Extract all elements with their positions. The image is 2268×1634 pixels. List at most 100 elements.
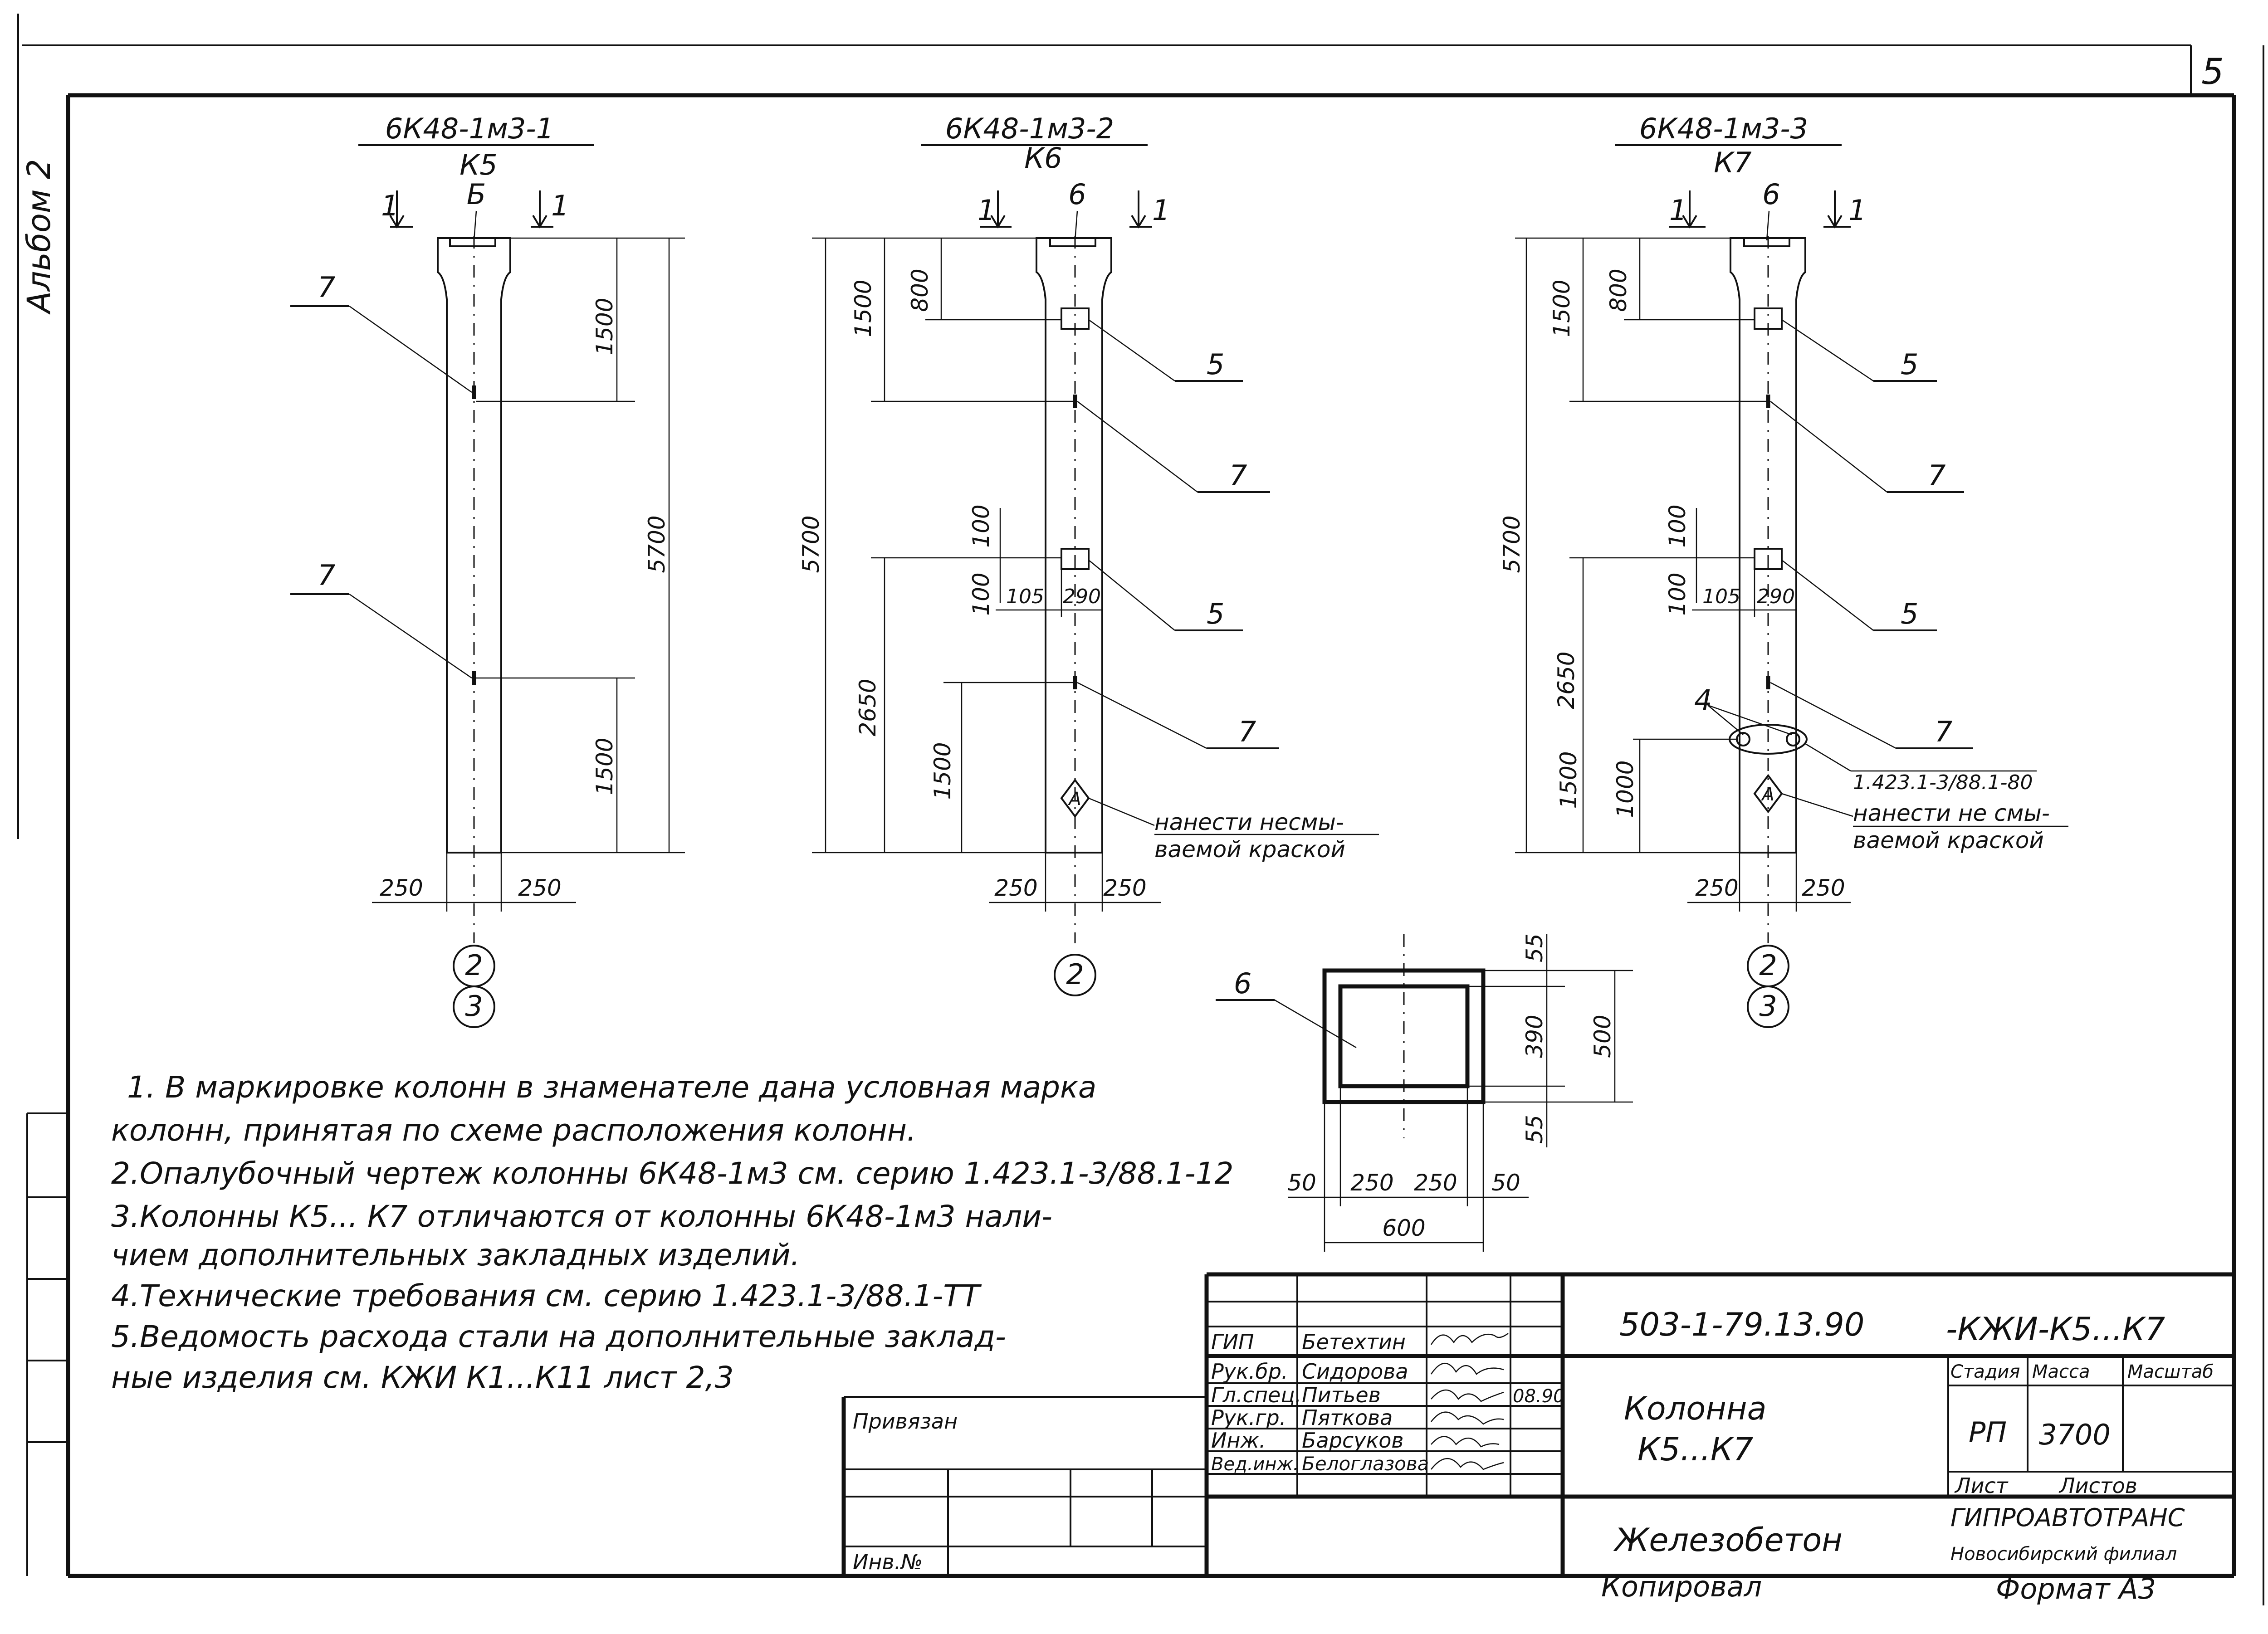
name-gip: Бетехтин xyxy=(1302,1330,1406,1354)
k6-dim-right: 250 xyxy=(1103,875,1146,901)
section-dim-55-bottom: 55 xyxy=(1521,1115,1548,1144)
inv-no-label: Инв.№ xyxy=(853,1550,923,1574)
k5-top-item: Б xyxy=(467,178,486,211)
k7-top-item: 6 xyxy=(1762,178,1780,211)
album-label: Альбом 2 xyxy=(20,159,58,315)
sheet-frame xyxy=(17,14,2264,1605)
k7-callout-7a: 7 xyxy=(1928,459,1945,492)
date: 08.90 xyxy=(1513,1386,1565,1407)
column-k7: 6К48-1м3-3 К7 1 6 1 5 7 5 4 7 1.423.1 xyxy=(1499,112,2068,1028)
k7-axis-1: 2 xyxy=(1759,949,1777,982)
k6-dim-290: 290 xyxy=(1063,585,1101,608)
copied-label: Копировал xyxy=(1601,1570,1762,1603)
name-line-1: Колонна xyxy=(1624,1390,1767,1427)
k6-dim-1500b: 1500 xyxy=(929,742,956,800)
stage-label: Стадия xyxy=(1950,1361,2020,1382)
section-dim-55-top: 55 xyxy=(1521,933,1548,962)
k5-axis-2: 3 xyxy=(465,990,483,1023)
k7-axis-2: 3 xyxy=(1759,990,1777,1023)
section-dim-250-b: 250 xyxy=(1414,1170,1457,1196)
column-k5: 6К48-1м3-1 К5 1 Б 1 7 7 1500 5700 1500 xyxy=(290,112,685,1028)
format-label: Формат А3 xyxy=(1996,1572,2156,1605)
k7-dim-right: 250 xyxy=(1802,875,1845,901)
role-ruk-gr: Рук.гр. xyxy=(1211,1405,1286,1430)
role-gl-spec: Гл.спец. xyxy=(1211,1383,1301,1407)
sheets-label: Листов xyxy=(2058,1473,2137,1498)
mass-value: 3700 xyxy=(2039,1418,2111,1451)
k6-callout-7a: 7 xyxy=(1229,459,1247,492)
sheet-number: 5 xyxy=(2201,52,2224,93)
k7-dim-1500b: 1500 xyxy=(1555,751,1582,809)
role-gip: ГИП xyxy=(1211,1330,1254,1354)
k6-dim-2650: 2650 xyxy=(855,678,881,736)
name-ved-inzh: Белоглазова xyxy=(1302,1453,1429,1475)
material: Железобетон xyxy=(1613,1522,1843,1559)
note-line-8: ные изделия см. КЖИ К1...К11 лист 2,3 xyxy=(111,1360,734,1395)
section-dim-390: 390 xyxy=(1521,1015,1548,1058)
column-k6: 6К48-1м3-2 К6 1 6 1 5 7 5 7 xyxy=(798,112,1379,996)
k5-section-right: 1 xyxy=(551,189,569,222)
k6-note-line1: нанести несмы- xyxy=(1154,809,1344,835)
signatures xyxy=(1430,1332,1509,1470)
role-ruk-br: Рук.бр. xyxy=(1211,1359,1288,1384)
k5-dim-right: 250 xyxy=(518,875,561,901)
k6-dim-100b: 100 xyxy=(968,572,994,615)
stage-value: РП xyxy=(1969,1416,2007,1449)
name-ruk-gr: Пяткова xyxy=(1302,1405,1393,1430)
k7-mark: 6К48-1м3-3 xyxy=(1639,112,1808,145)
k5-callout-upper: 7 xyxy=(318,271,335,304)
k6-section-left: 1 xyxy=(978,194,995,227)
name-line-2: К5...К7 xyxy=(1637,1431,1753,1468)
k6-mark: 6К48-1м3-2 xyxy=(945,112,1114,145)
k6-callout-7b: 7 xyxy=(1238,715,1256,748)
notes: 1. В маркировке колонн в знаменателе дан… xyxy=(111,1070,1234,1395)
k6-mark-a: А xyxy=(1067,789,1081,810)
k7-dim-800: 800 xyxy=(1605,268,1632,312)
k7-dim-100a: 100 xyxy=(1664,504,1691,547)
note-line-7: 5.Ведомость расхода стали на дополнитель… xyxy=(111,1319,1006,1354)
k5-mark: 6К48-1м3-1 xyxy=(385,112,554,145)
k6-section-right: 1 xyxy=(1152,194,1170,227)
note-line-4: 3.Колонны К5... К7 отличаются от колонны… xyxy=(111,1199,1052,1234)
k6-dim-1500: 1500 xyxy=(850,279,876,337)
name-gl-spec: Питьев xyxy=(1302,1383,1381,1407)
role-ved-inzh: Вед.инж. xyxy=(1211,1454,1299,1475)
note-line-1: 1. В маркировке колонн в знаменателе дан… xyxy=(127,1070,1096,1105)
k7-dim-290: 290 xyxy=(1757,585,1795,608)
k7-dim-left: 250 xyxy=(1695,875,1738,901)
section-dim-500: 500 xyxy=(1589,1015,1616,1058)
role-inzh: Инж. xyxy=(1211,1428,1266,1453)
k7-short: К7 xyxy=(1714,146,1751,179)
section-item: 6 xyxy=(1234,967,1251,1000)
section-dim-50-right: 50 xyxy=(1491,1170,1520,1196)
k5-callout-lower: 7 xyxy=(318,559,335,592)
k6-top-item: 6 xyxy=(1068,178,1086,211)
k5-short: К5 xyxy=(459,148,497,181)
section-dim-600: 600 xyxy=(1382,1215,1425,1241)
k7-callout-7b: 7 xyxy=(1935,715,1952,748)
k6-dim-5700: 5700 xyxy=(798,515,824,573)
k6-callout-5a: 5 xyxy=(1207,348,1224,381)
k7-dim-2650: 2650 xyxy=(1553,651,1579,709)
k7-dim-5700: 5700 xyxy=(1499,515,1525,573)
note-line-6: 4.Технические требования см. серию 1.423… xyxy=(111,1278,982,1313)
cross-section: 6 55 390 500 55 50 250 250 50 600 xyxy=(1216,933,1633,1252)
k7-dim-105: 105 xyxy=(1702,585,1740,608)
k6-dim-left: 250 xyxy=(994,875,1037,901)
k6-dim-800: 800 xyxy=(907,268,933,312)
note-line-2: колонн, принятая по схеме расположения к… xyxy=(111,1113,916,1148)
k6-axis-1: 2 xyxy=(1066,958,1084,991)
org-branch: Новосибирский филиал xyxy=(1950,1544,2177,1565)
k7-callout-5a: 5 xyxy=(1901,348,1918,381)
mass-label: Масса xyxy=(2032,1361,2090,1382)
scale-label: Масштаб xyxy=(2127,1361,2214,1382)
k7-note-line1: нанести не смы- xyxy=(1853,800,2050,826)
section-dim-250-a: 250 xyxy=(1350,1170,1393,1196)
k7-section-right: 1 xyxy=(1848,194,1866,227)
k7-mark-a: А xyxy=(1760,784,1774,805)
note-line-5: чием дополнительных закладных изделий. xyxy=(111,1238,800,1273)
k5-dim-top: 1500 xyxy=(591,298,618,355)
k7-dim-1000: 1000 xyxy=(1612,760,1638,818)
k5-dim-bottom: 1500 xyxy=(591,737,618,795)
